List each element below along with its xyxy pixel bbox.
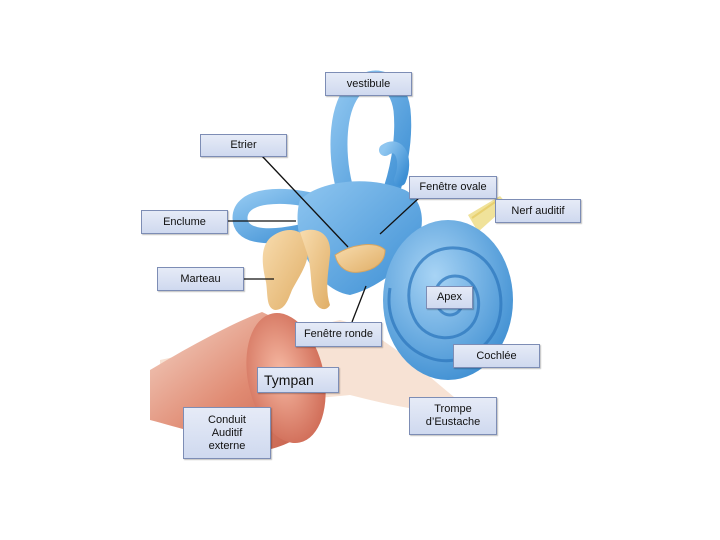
label-fenetre-ronde: Fenêtre ronde: [295, 322, 382, 347]
incus-shape: [300, 229, 331, 310]
label-vestibule: vestibule: [325, 72, 412, 96]
label-conduit-auditif: Conduit Auditif externe: [183, 407, 271, 459]
label-apex: Apex: [426, 286, 473, 309]
label-fenetre-ovale: Fenêtre ovale: [409, 176, 497, 199]
label-etrier: Etrier: [200, 134, 287, 157]
lateral-canal-shape: [232, 188, 338, 244]
posterior-canal-shape: [379, 141, 410, 186]
malleus-shape: [262, 229, 309, 310]
label-nerf-auditif: Nerf auditif: [495, 199, 581, 223]
etrier-leader: [261, 155, 349, 248]
label-cochlee: Cochlée: [453, 344, 540, 368]
stapes-shape: [334, 244, 386, 273]
label-tympan: Tympan: [257, 367, 339, 393]
label-trompe-eustache: Trompe d’Eustache: [409, 397, 497, 435]
fenetre-ovale-leader: [379, 196, 421, 235]
fenetre-ronde-leader: [351, 285, 367, 323]
label-marteau: Marteau: [157, 267, 244, 291]
label-enclume: Enclume: [141, 210, 228, 234]
